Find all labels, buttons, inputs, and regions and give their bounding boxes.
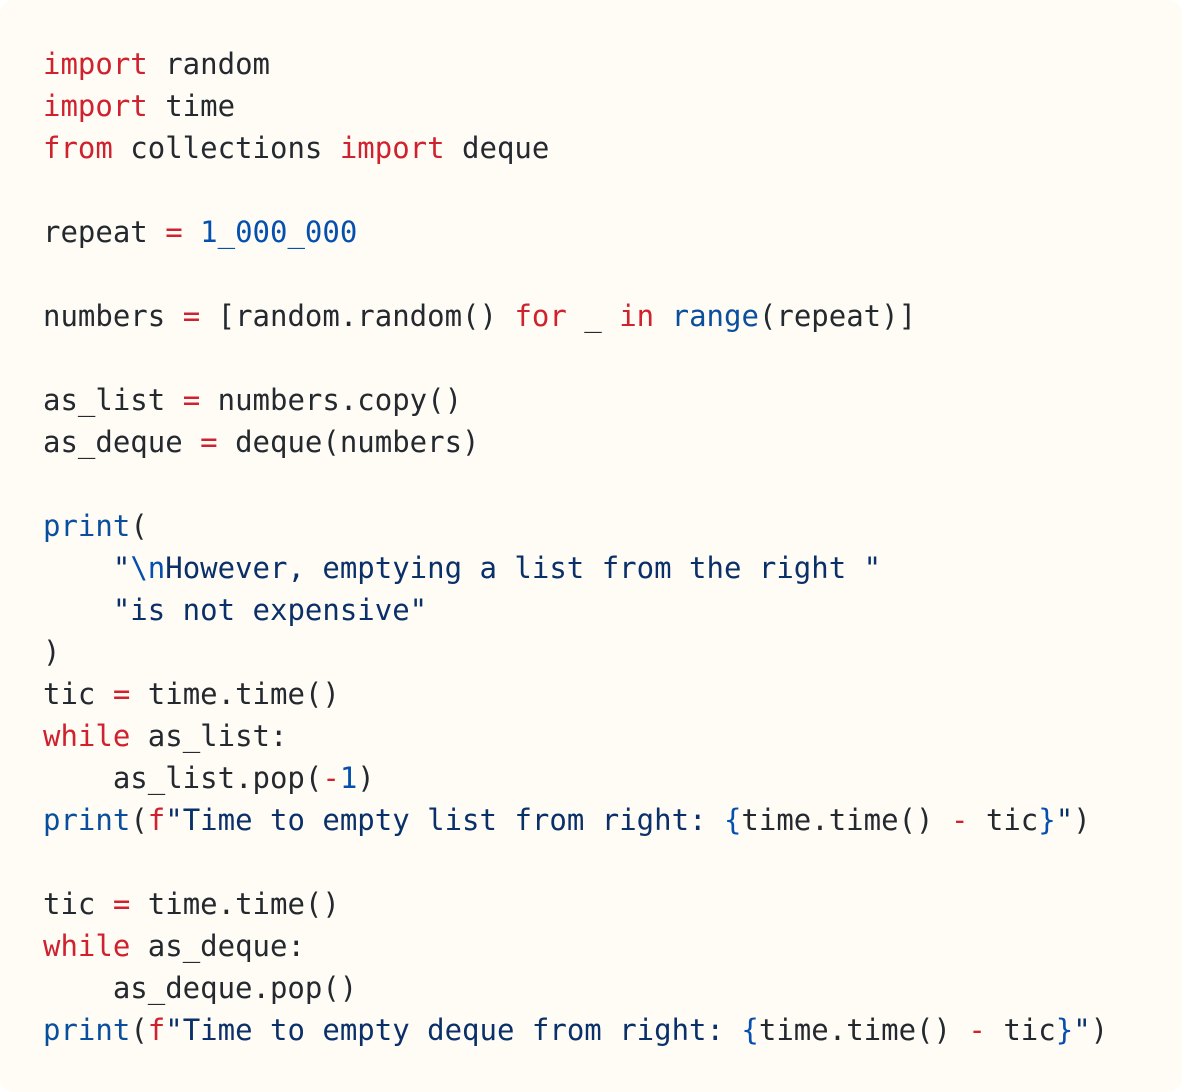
- code-token: ): [1090, 1013, 1109, 1047]
- code-line: ​: [43, 253, 1182, 295]
- code-token: in: [619, 299, 655, 333]
- code-line: while as_deque:: [43, 925, 1182, 967]
- code-token: "is not expensive": [112, 593, 428, 627]
- code-token: as_list: [43, 383, 183, 417]
- code-token: random: [147, 47, 270, 81]
- code-token: for: [514, 299, 567, 333]
- code-token: _: [566, 299, 620, 333]
- code-line: numbers = [random.random() for _ in rang…: [43, 295, 1182, 337]
- code-token: [654, 299, 671, 333]
- code-token: However, emptying a list from the right …: [165, 551, 882, 585]
- code-token: print: [43, 803, 131, 837]
- code-token: f: [147, 1013, 166, 1047]
- code-token: range: [671, 299, 759, 333]
- code-token: while: [43, 929, 131, 963]
- code-token: time.time(): [741, 803, 951, 837]
- code-line: "is not expensive": [43, 589, 1182, 631]
- code-line: as_list.pop(-1): [43, 757, 1182, 799]
- code-token: ): [43, 635, 61, 669]
- code-line: tic = time.time(): [43, 673, 1182, 715]
- code-token: print: [43, 1013, 131, 1047]
- code-token: ": [1055, 803, 1074, 837]
- code-token: from: [43, 131, 113, 165]
- code-token: {: [723, 803, 742, 837]
- code-token: ": [112, 551, 131, 585]
- code-token: -: [950, 803, 969, 837]
- code-token: as_deque:: [130, 929, 305, 963]
- code-token: =: [182, 383, 201, 417]
- code-token: =: [112, 887, 131, 921]
- code-line: ​: [43, 169, 1182, 211]
- code-line: while as_list:: [43, 715, 1182, 757]
- code-token: deque: [444, 131, 550, 165]
- code-token: import: [43, 89, 148, 123]
- code-token: (repeat)]: [758, 299, 917, 333]
- code-token: numbers: [43, 299, 183, 333]
- code-line: as_list = numbers.copy(): [43, 379, 1182, 421]
- code-token: =: [165, 215, 183, 249]
- code-token: time.time(): [130, 887, 340, 921]
- code-token: "Time to empty list from right:: [165, 803, 724, 837]
- code-token: }: [1038, 803, 1056, 837]
- code-token: }: [1055, 1013, 1074, 1047]
- code-token: [random.random(): [200, 299, 515, 333]
- code-token: import: [339, 131, 445, 165]
- code-token: time.time(): [758, 1013, 969, 1047]
- code-token: \n: [130, 551, 166, 585]
- code-token: {: [741, 1013, 759, 1047]
- code-line: "\nHowever, emptying a list from the rig…: [43, 547, 1182, 589]
- code-token: as_deque: [43, 425, 201, 459]
- code-token: print: [43, 509, 131, 543]
- code-line: ​: [43, 841, 1182, 883]
- code-token: (: [130, 803, 148, 837]
- code-token: [183, 215, 200, 249]
- code-line: import time: [43, 85, 1182, 127]
- code-token: 1: [339, 761, 358, 795]
- code-token: tic: [43, 677, 113, 711]
- code-token: deque(numbers): [217, 425, 480, 459]
- code-token: tic: [43, 887, 113, 921]
- code-token: [43, 593, 113, 627]
- code-token: as_list.pop(: [43, 761, 323, 795]
- code-line: ​: [43, 337, 1182, 379]
- code-token: tic: [968, 803, 1039, 837]
- code-line: repeat = 1_000_000: [43, 211, 1182, 253]
- code-line: print(f"Time to empty deque from right: …: [43, 1009, 1182, 1051]
- code-token: f: [147, 803, 166, 837]
- code-token: repeat: [43, 215, 166, 249]
- code-token: 1_000_000: [200, 215, 358, 249]
- code-line: as_deque.pop(): [43, 967, 1182, 1009]
- code-token: (: [130, 509, 148, 543]
- code-line: print(f"Time to empty list from right: {…: [43, 799, 1182, 841]
- code-token: while: [43, 719, 131, 753]
- code-token: as_deque.pop(): [43, 971, 358, 1005]
- code-token: [43, 551, 113, 585]
- code-line: tic = time.time(): [43, 883, 1182, 925]
- code-line: as_deque = deque(numbers): [43, 421, 1182, 463]
- code-token: numbers.copy(): [200, 383, 463, 417]
- code-token: ): [1073, 803, 1091, 837]
- code-token: -: [322, 761, 340, 795]
- code-token: collections: [112, 131, 340, 165]
- code-token: =: [112, 677, 131, 711]
- code-token: as_list:: [130, 719, 288, 753]
- code-line: import random: [43, 43, 1182, 85]
- code-token: -: [968, 1013, 986, 1047]
- code-token: tic: [985, 1013, 1056, 1047]
- code-line: print(: [43, 505, 1182, 547]
- code-line: ​: [43, 463, 1182, 505]
- code-token: =: [182, 299, 201, 333]
- code-line: ): [43, 631, 1182, 673]
- code-token: time: [147, 89, 236, 123]
- code-token: ): [357, 761, 375, 795]
- code-token: import: [43, 47, 148, 81]
- code-token: =: [200, 425, 218, 459]
- code-line: from collections import deque: [43, 127, 1182, 169]
- code-token: "Time to empty deque from right:: [165, 1013, 742, 1047]
- code-token: (: [130, 1013, 148, 1047]
- code-token: time.time(): [130, 677, 340, 711]
- code-token: ": [1073, 1013, 1091, 1047]
